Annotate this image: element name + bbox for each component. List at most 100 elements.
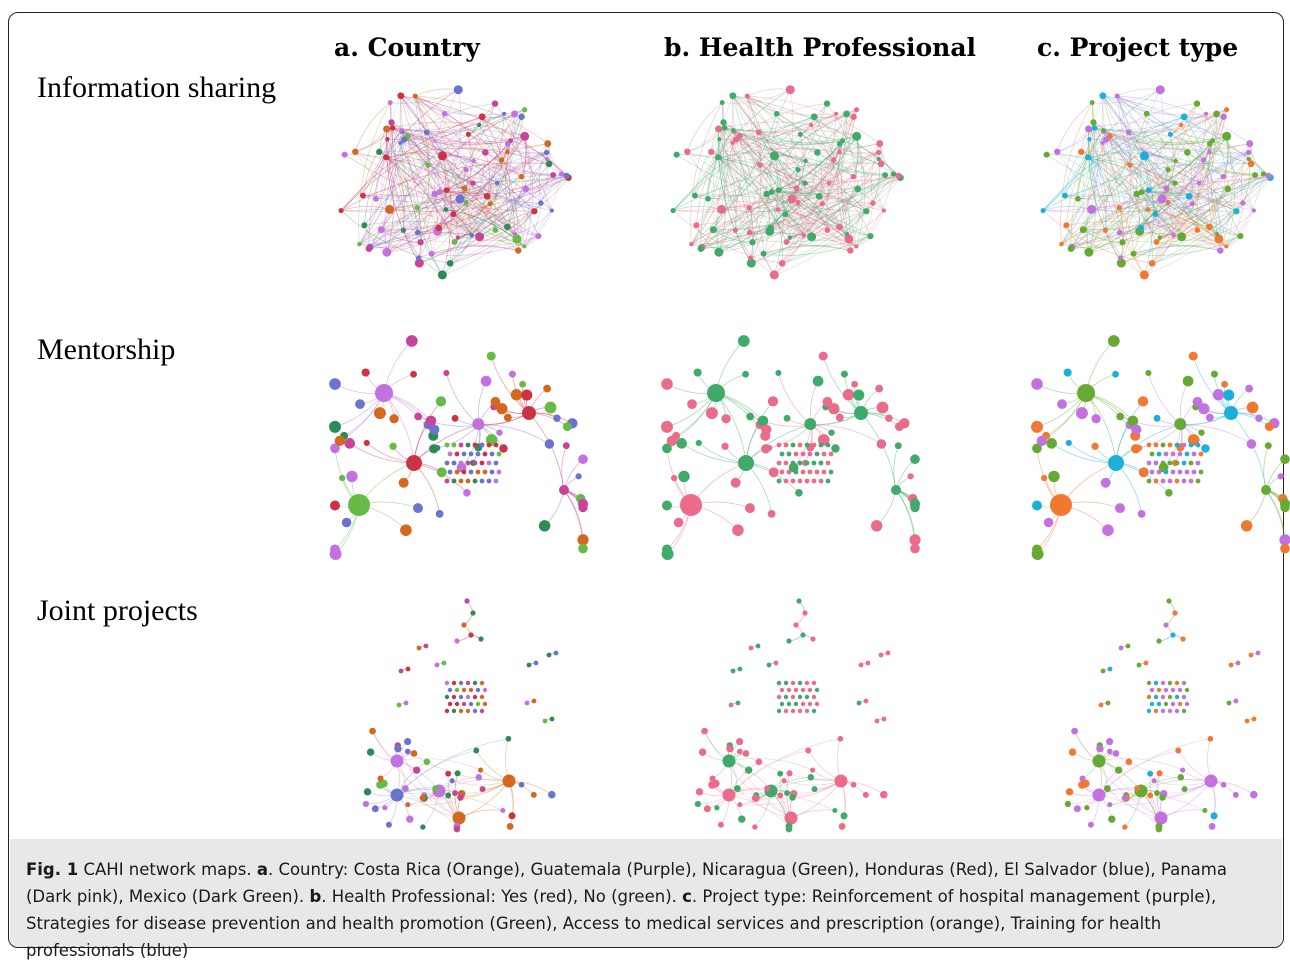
network-node [1177, 774, 1185, 781]
network-node [1181, 460, 1187, 466]
network-node [714, 247, 724, 257]
network-node [854, 185, 862, 193]
network-node [1092, 754, 1106, 768]
network-node [1138, 467, 1149, 478]
network-node [1136, 662, 1142, 668]
network-node [773, 660, 779, 666]
network-node [452, 790, 458, 797]
network-node [511, 110, 519, 118]
network-node [521, 389, 533, 401]
network-node [559, 485, 569, 495]
network-node [835, 413, 844, 422]
network-node [1149, 701, 1155, 707]
network-node [479, 708, 485, 714]
network-node [783, 414, 791, 422]
network-node [423, 129, 430, 136]
network-node [504, 141, 511, 147]
network-node [1147, 792, 1154, 799]
network-node [398, 668, 404, 674]
network-node [1153, 414, 1161, 422]
network-node [840, 812, 848, 820]
network-node [404, 748, 411, 755]
network-node [490, 396, 501, 407]
network-node [400, 524, 412, 536]
network-node [339, 474, 346, 482]
network-node [856, 700, 862, 706]
network-node [785, 825, 793, 833]
network-node [804, 680, 810, 686]
network-node [825, 442, 831, 448]
network-node [767, 396, 779, 407]
network-node [815, 192, 823, 200]
network-node [403, 700, 409, 706]
caption-a-marker: a [256, 860, 268, 879]
network-node [553, 650, 559, 656]
network-node [821, 469, 827, 475]
network-node [661, 420, 673, 433]
network-node [538, 200, 544, 206]
network-node [1181, 694, 1187, 700]
network-node [475, 701, 481, 707]
network-node [744, 93, 750, 99]
network-node [737, 802, 743, 808]
network-node [1125, 643, 1131, 649]
network-node [1068, 748, 1077, 756]
network-node [1170, 469, 1176, 475]
network-node [1177, 469, 1183, 475]
network-node [818, 351, 828, 361]
network-node [737, 335, 750, 347]
network-node [1108, 815, 1116, 823]
network-node [763, 190, 770, 198]
network-node [790, 442, 796, 448]
network-node [1149, 469, 1155, 475]
network-node [783, 442, 789, 448]
network-node [878, 652, 884, 658]
network-node [1156, 451, 1162, 457]
network-node [1153, 239, 1160, 245]
network-node [845, 231, 850, 237]
network-node [1160, 694, 1166, 700]
network-node [1138, 189, 1145, 195]
row-title-mentorship: Mentorship [37, 333, 176, 366]
network-node [472, 418, 485, 430]
network-node [496, 469, 502, 475]
network-node [818, 478, 824, 484]
network-node [1202, 807, 1208, 814]
network-node [401, 785, 409, 793]
network-node [807, 701, 813, 707]
network-node [778, 259, 786, 267]
network-node [1079, 226, 1087, 234]
network-node [412, 93, 418, 99]
network-node [468, 451, 474, 457]
network-node [851, 380, 859, 388]
network-node [793, 185, 800, 192]
column-title-health-professional: b. Health Professional [664, 33, 977, 62]
network-node [1224, 406, 1238, 420]
network-node [451, 708, 457, 714]
network-node [434, 662, 440, 668]
network-node [783, 694, 789, 700]
network-node [786, 638, 792, 644]
network-node [800, 632, 806, 638]
network-node [399, 128, 404, 133]
network-node [1167, 460, 1173, 466]
network-node [729, 92, 737, 100]
network-node [1188, 478, 1194, 484]
network-node [722, 788, 736, 802]
network-node [1174, 418, 1187, 430]
network-node [842, 389, 855, 401]
network-node [807, 687, 813, 693]
network-node [1172, 610, 1178, 616]
network-node [1193, 100, 1201, 107]
network-node [720, 119, 727, 126]
network-node [412, 503, 423, 514]
network-node [1091, 414, 1101, 424]
network-node [1139, 270, 1149, 280]
network-node [812, 375, 824, 387]
network-node [825, 460, 831, 466]
network-node [1224, 185, 1232, 193]
network-node [445, 792, 452, 799]
network-node [789, 794, 796, 801]
network-node [810, 636, 816, 642]
network-node [450, 211, 457, 218]
